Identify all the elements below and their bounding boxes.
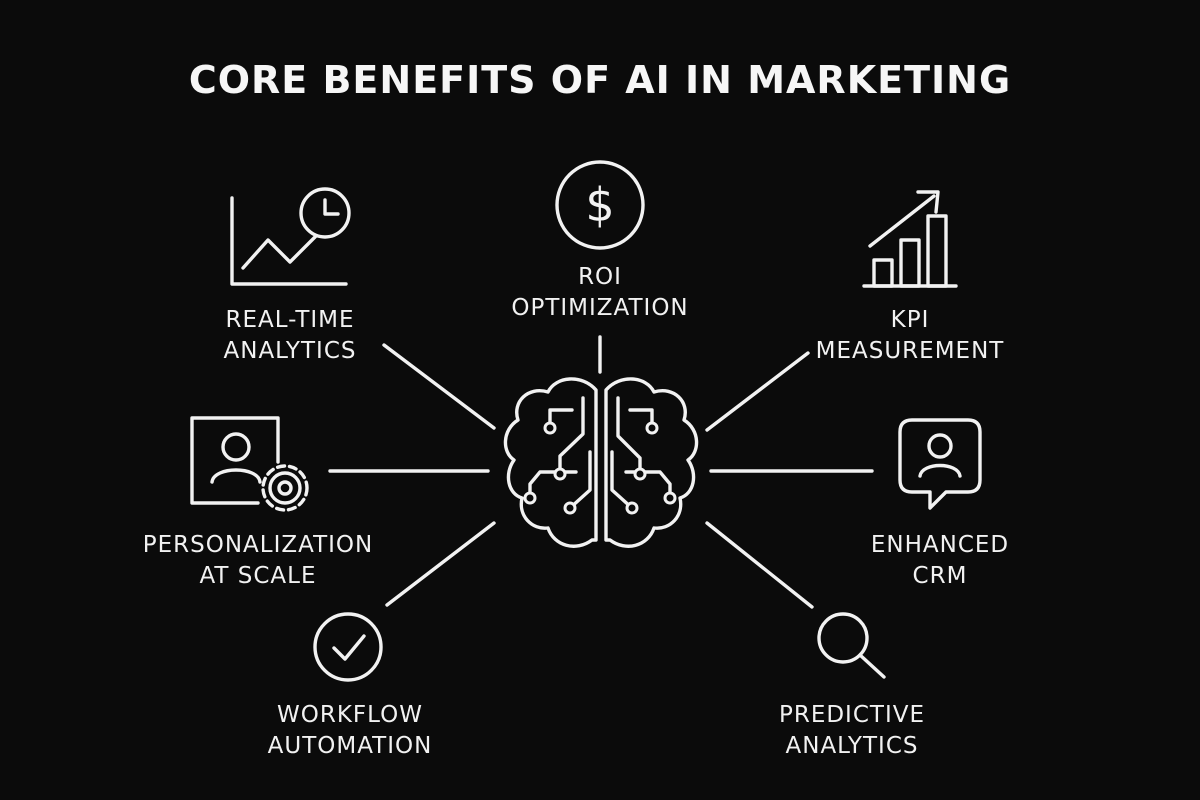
- benefit-label-crm: ENHANCED CRM: [840, 530, 1040, 592]
- benefit-label-roi: ROI OPTIMIZATION: [480, 262, 720, 324]
- brain-circuit-icon: [503, 377, 699, 548]
- connector-real-time-analytics: [382, 343, 496, 430]
- benefit-label-real-time-analytics: REAL-TIME ANALYTICS: [180, 305, 400, 367]
- label-line: PERSONALIZATION: [142, 532, 374, 558]
- line-chart-clock-icon: [230, 187, 351, 286]
- connector-kpi: [705, 351, 810, 432]
- benefit-label-kpi: KPI MEASUREMENT: [790, 305, 1030, 367]
- label-line: ANALYTICS: [785, 733, 919, 759]
- benefit-label-predictive: PREDICTIVE ANALYTICS: [742, 700, 962, 762]
- label-line: KPI: [890, 307, 930, 333]
- magnifier-icon: [817, 612, 886, 679]
- connector-lines: [328, 335, 874, 609]
- connector-workflow: [385, 521, 496, 607]
- label-line: OPTIMIZATION: [511, 295, 689, 321]
- benefit-label-workflow: WORKFLOW AUTOMATION: [240, 700, 460, 762]
- bar-chart-arrow-icon: [862, 190, 958, 288]
- label-line: CRM: [912, 563, 968, 589]
- benefit-label-personalization: PERSONALIZATION AT SCALE: [118, 530, 398, 592]
- user-chat-bubble-icon: [898, 418, 982, 510]
- label-line: REAL-TIME: [225, 307, 355, 333]
- label-line: AT SCALE: [199, 563, 317, 589]
- label-line: ENHANCED: [870, 532, 1010, 558]
- label-line: AUTOMATION: [267, 733, 433, 759]
- dollar-symbol: $: [585, 178, 614, 232]
- diagram-title: CORE BENEFITS OF AI IN MARKETING: [188, 58, 1012, 102]
- label-line: MEASUREMENT: [815, 338, 1005, 364]
- user-gear-icon: [190, 416, 309, 512]
- label-line: ANALYTICS: [223, 338, 357, 364]
- check-circle-icon: [313, 612, 383, 682]
- label-line: ROI: [578, 264, 622, 290]
- dollar-circle-icon: $: [555, 160, 645, 250]
- label-line: WORKFLOW: [277, 702, 423, 728]
- connector-predictive: [705, 521, 814, 609]
- label-line: PREDICTIVE: [778, 702, 926, 728]
